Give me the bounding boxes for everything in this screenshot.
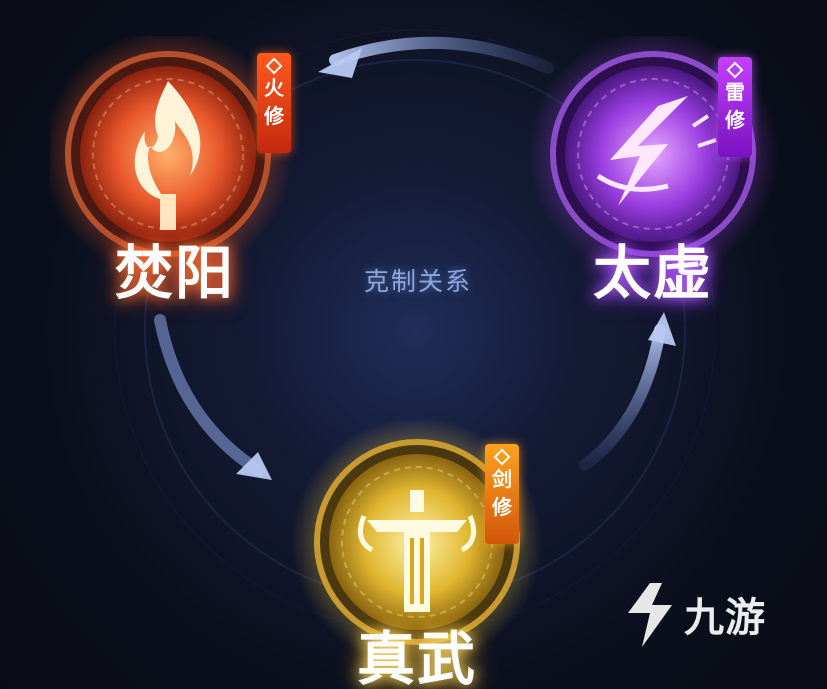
watermark-text: 九游 [684, 595, 766, 641]
school-name-sword: 真武 [356, 625, 477, 689]
school-name-fire: 焚阳 [114, 239, 235, 307]
tag-char-1: 雷 [725, 80, 745, 104]
watermark: 九游 [620, 575, 810, 655]
jiuyou-logo-icon [628, 583, 672, 647]
emblem-thunder: 太虚 雷 修 [528, 36, 778, 307]
diamond-icon [493, 448, 511, 466]
emblem-fire: 焚阳 火 修 [50, 36, 300, 307]
lightning-icon [596, 96, 717, 206]
tag-char-1: 火 [264, 76, 284, 100]
arrow-sword-to-thunder [579, 312, 676, 471]
tag-char-2: 修 [725, 108, 745, 132]
tag-thunder: 雷 修 [718, 57, 752, 157]
thunder-medallion [528, 36, 778, 279]
school-name-thunder: 太虚 [592, 239, 713, 307]
fire-medallion [50, 36, 293, 279]
diamond-icon [265, 57, 283, 75]
diamond-icon [726, 61, 744, 79]
arrow-fire-to-sword [154, 314, 272, 480]
tag-char-2: 修 [264, 104, 284, 128]
tag-char-2: 修 [492, 495, 512, 519]
emblem-sword: 真武 剑 修 [292, 420, 542, 689]
arrow-thunder-to-fire [318, 36, 554, 78]
sword-icon [357, 490, 477, 612]
center-label: 克制关系 [363, 267, 472, 296]
tag-sword: 剑 修 [485, 444, 519, 544]
sword-medallion [292, 420, 542, 667]
tag-fire: 火 修 [257, 53, 291, 153]
flame-icon [134, 81, 201, 230]
tag-char-1: 剑 [492, 467, 512, 491]
